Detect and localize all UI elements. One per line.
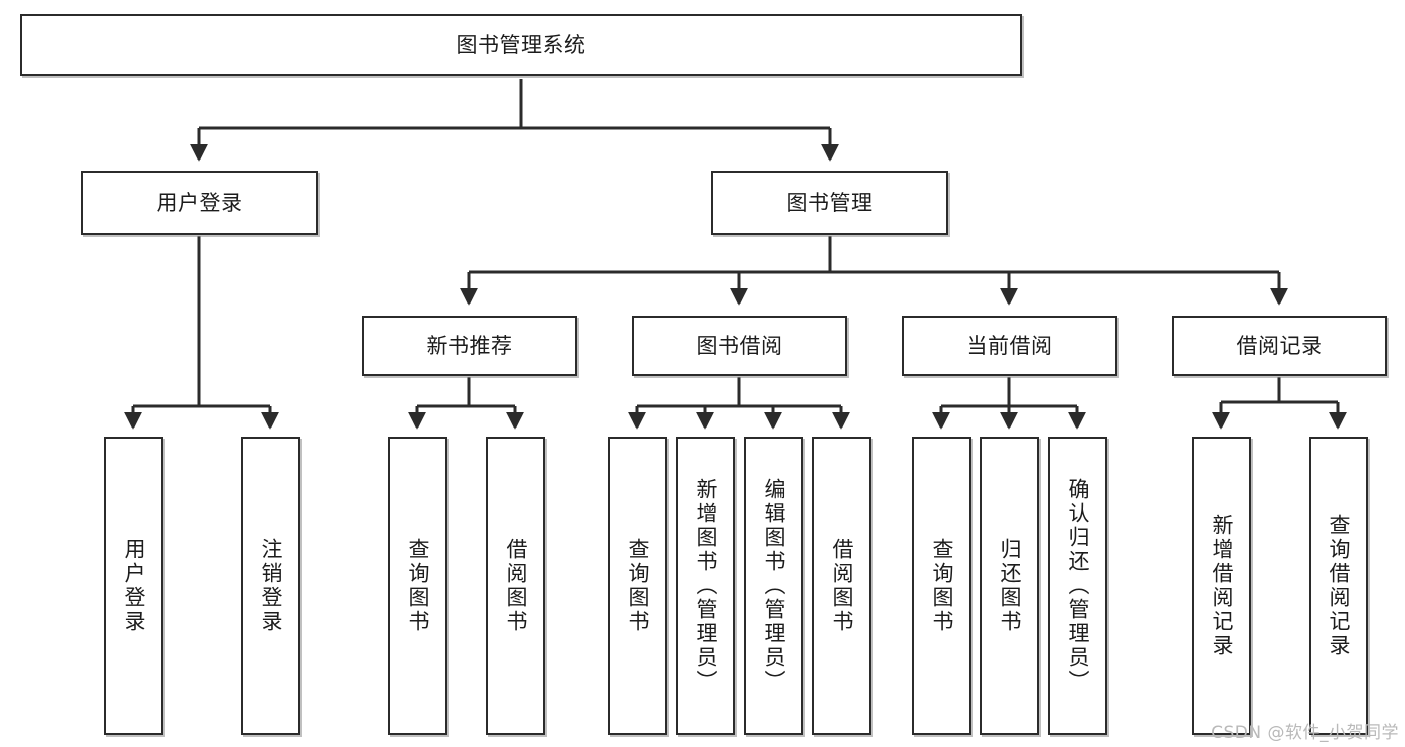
node-new-book-recommend-label: 新书推荐 — [426, 333, 513, 358]
node-book-borrow-label: 图书借阅 — [696, 333, 783, 358]
leaf-logout-label: 注销登录 — [259, 538, 283, 634]
node-borrow-record-label: 借阅记录 — [1236, 333, 1323, 358]
leaf-query-book-new-recommend-label: 查询图书 — [406, 538, 430, 634]
node-book-management[interactable]: 图书管理 — [711, 171, 948, 235]
csdn-watermark: CSDN @软件_小贺同学 — [1211, 723, 1399, 743]
node-book-borrow[interactable]: 图书借阅 — [632, 316, 847, 376]
leaf-logout[interactable]: 注销登录 — [241, 437, 300, 735]
leaf-edit-book-admin[interactable]: 编辑图书（管理员） — [744, 437, 803, 735]
leaf-edit-book-admin-label: 编辑图书（管理员） — [762, 478, 786, 694]
node-borrow-record[interactable]: 借阅记录 — [1172, 316, 1387, 376]
leaf-query-borrow-record[interactable]: 查询借阅记录 — [1309, 437, 1368, 735]
node-user-login-label: 用户登录 — [156, 190, 243, 215]
leaf-borrow-book-label: 借阅图书 — [830, 538, 854, 634]
leaf-borrow-book[interactable]: 借阅图书 — [812, 437, 871, 735]
leaf-query-borrow-record-label: 查询借阅记录 — [1327, 514, 1351, 658]
leaf-add-borrow-record[interactable]: 新增借阅记录 — [1192, 437, 1251, 735]
leaf-confirm-return-admin-label: 确认归还（管理员） — [1066, 478, 1090, 694]
leaf-add-book-admin[interactable]: 新增图书（管理员） — [676, 437, 735, 735]
leaf-user-login-label: 用户登录 — [122, 538, 146, 634]
leaf-borrow-book-new-recommend[interactable]: 借阅图书 — [486, 437, 545, 735]
node-current-borrow[interactable]: 当前借阅 — [902, 316, 1117, 376]
node-book-management-label: 图书管理 — [786, 190, 873, 215]
node-root-book-management-system[interactable]: 图书管理系统 — [20, 14, 1022, 76]
leaf-query-book-current[interactable]: 查询图书 — [912, 437, 971, 735]
leaf-query-book-borrow[interactable]: 查询图书 — [608, 437, 667, 735]
node-root-label: 图书管理系统 — [456, 32, 586, 57]
node-user-login[interactable]: 用户登录 — [81, 171, 318, 235]
leaf-user-login[interactable]: 用户登录 — [104, 437, 163, 735]
node-current-borrow-label: 当前借阅 — [966, 333, 1053, 358]
leaf-query-book-new-recommend[interactable]: 查询图书 — [388, 437, 447, 735]
leaf-borrow-book-new-recommend-label: 借阅图书 — [504, 538, 528, 634]
node-new-book-recommend[interactable]: 新书推荐 — [362, 316, 577, 376]
leaf-confirm-return-admin[interactable]: 确认归还（管理员） — [1048, 437, 1107, 735]
leaf-return-book[interactable]: 归还图书 — [980, 437, 1039, 735]
leaf-query-book-current-label: 查询图书 — [930, 538, 954, 634]
leaf-add-borrow-record-label: 新增借阅记录 — [1210, 514, 1234, 658]
leaf-return-book-label: 归还图书 — [998, 538, 1022, 634]
leaf-add-book-admin-label: 新增图书（管理员） — [694, 478, 718, 694]
leaf-query-book-borrow-label: 查询图书 — [626, 538, 650, 634]
